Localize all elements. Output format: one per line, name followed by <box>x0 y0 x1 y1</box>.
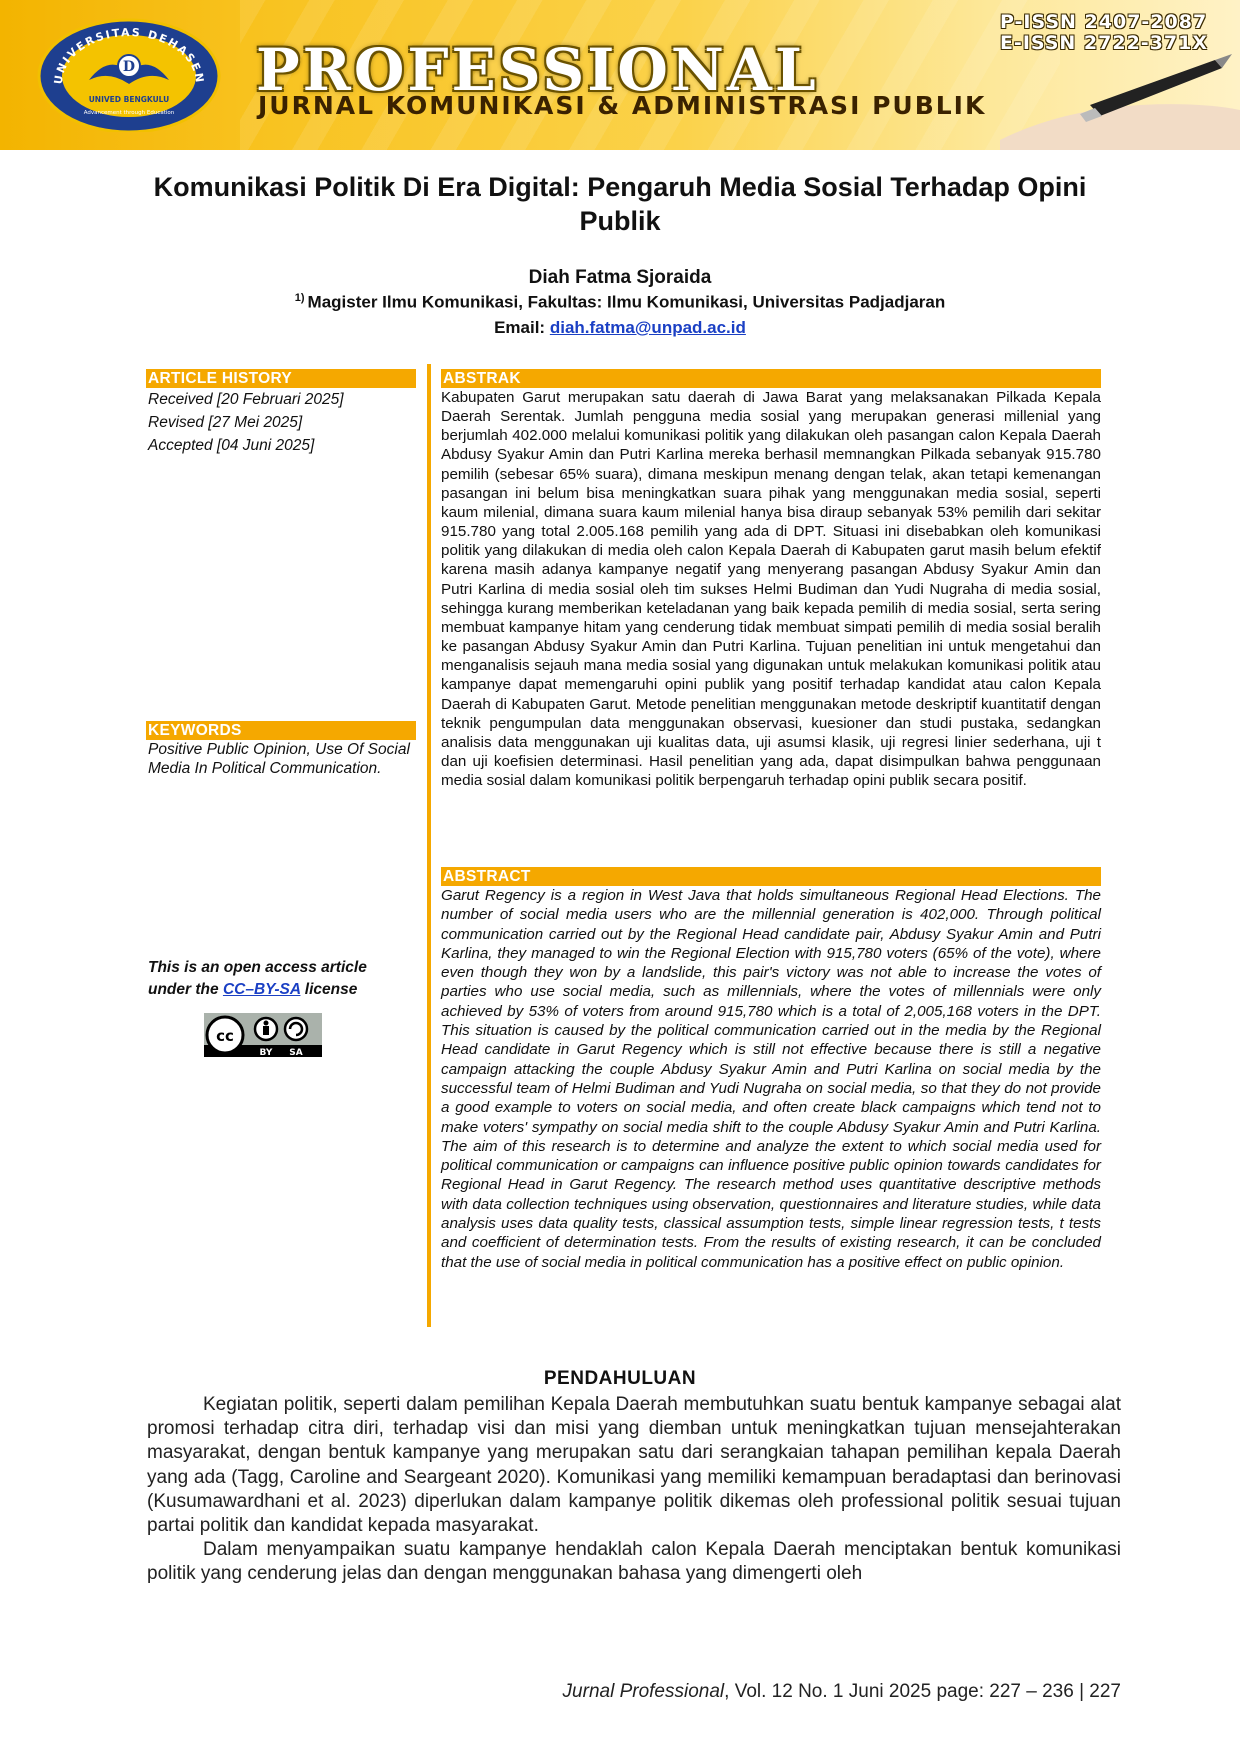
accepted-date: Accepted [04 Juni 2025] <box>148 437 315 454</box>
banner-decoration <box>240 0 1060 150</box>
footer-citation: , Vol. 12 No. 1 Juni 2025 page: 227 – 23… <box>724 1681 1121 1702</box>
logo-inner-text: UNIVED BENGKULU <box>89 95 170 104</box>
body-paragraph-2: Dalam menyampaikan suatu kampanye hendak… <box>147 1539 1121 1585</box>
article-history-panel: ARTICLE HISTORY Received [20 Februari 20… <box>146 369 416 457</box>
journal-header-banner: UNIVERSITAS DEHASEN D UNIVED BENGKULU Ad… <box>0 0 1240 150</box>
affiliation-text: Magister Ilmu Komunikasi, Fakultas: Ilmu… <box>307 292 946 312</box>
abstrak-section: ABSTRAK Kabupaten Garut merupakan satu d… <box>441 369 1101 790</box>
cc-icon <box>205 1015 245 1055</box>
page-footer: Jurnal Professional, Vol. 12 No. 1 Juni … <box>140 1681 1121 1703</box>
author-affiliation: 1)Magister Ilmu Komunikasi, Fakultas: Il… <box>140 292 1100 313</box>
author-email: Email: diah.fatma@unpad.ac.id <box>140 318 1100 338</box>
article-history-label: ARTICLE HISTORY <box>146 369 416 388</box>
keywords-text: Positive Public Opinion, Use Of Social M… <box>148 741 410 777</box>
body-text: Kegiatan politik, seperti dalam pemiliha… <box>147 1393 1121 1587</box>
article-history-dates: Received [20 Februari 2025] Revised [27 … <box>146 388 416 457</box>
svg-text:D: D <box>123 59 135 75</box>
received-date: Received [20 Februari 2025] <box>148 391 344 408</box>
university-logo: UNIVERSITAS DEHASEN D UNIVED BENGKULU Ad… <box>37 18 221 132</box>
body-paragraph-1: Kegiatan politik, seperti dalam pemiliha… <box>147 1394 1121 1537</box>
affiliation-marker: 1) <box>294 292 305 304</box>
logo-motto: Advancement through Education <box>84 110 175 116</box>
by-label: BY <box>260 1048 273 1057</box>
open-access-notice: This is an open access article under the… <box>148 957 418 1001</box>
journal-subtitle: JURNAL KOMUNIKASI & ADMINISTRASI PUBLIK <box>258 91 987 120</box>
issn-block: P-ISSN 2407-2087 E-ISSN 2722-371X <box>1000 12 1208 54</box>
sa-label: SA <box>289 1048 302 1057</box>
svg-text:cc: cc <box>216 1027 234 1045</box>
keywords-label: KEYWORDS <box>146 721 416 740</box>
email-label: Email: <box>494 318 546 337</box>
abstrak-text: Kabupaten Garut merupakan satu daerah di… <box>441 389 1101 790</box>
column-divider <box>427 364 431 1327</box>
revised-date: Revised [27 Mei 2025] <box>148 414 303 431</box>
keywords-panel: KEYWORDS Positive Public Opinion, Use Of… <box>146 721 416 778</box>
open-access-line1: This is an open access article <box>148 959 367 976</box>
abstrak-label: ABSTRAK <box>441 369 1101 388</box>
paper-title: Komunikasi Politik Di Era Digital: Penga… <box>153 172 1087 236</box>
author-name: Diah Fatma Sjoraida <box>528 267 712 288</box>
section-heading: PENDAHULUAN <box>543 1368 697 1389</box>
abstract-label: ABSTRACT <box>441 867 1101 886</box>
license-link[interactable]: CC–BY-SA <box>222 981 301 998</box>
abstract-text: Garut Regency is a region in West Java t… <box>441 887 1101 1271</box>
cc-by-sa-badge[interactable]: cc BY SA <box>204 1013 322 1057</box>
open-access-line2: under the CC–BY-SA license <box>148 981 358 998</box>
sa-icon <box>283 1016 309 1042</box>
abstract-section: ABSTRACT Garut Regency is a region in We… <box>441 867 1101 1272</box>
pen-in-hand-illustration <box>1000 54 1240 150</box>
journal-name: PROFESSIONAL <box>256 36 819 104</box>
e-issn: E-ISSN 2722-371X <box>999 32 1208 54</box>
email-link[interactable]: diah.fatma@unpad.ac.id <box>549 318 746 337</box>
footer-journal-name: Jurnal Professional <box>562 1681 725 1702</box>
p-issn: P-ISSN 2407-2087 <box>999 11 1208 33</box>
